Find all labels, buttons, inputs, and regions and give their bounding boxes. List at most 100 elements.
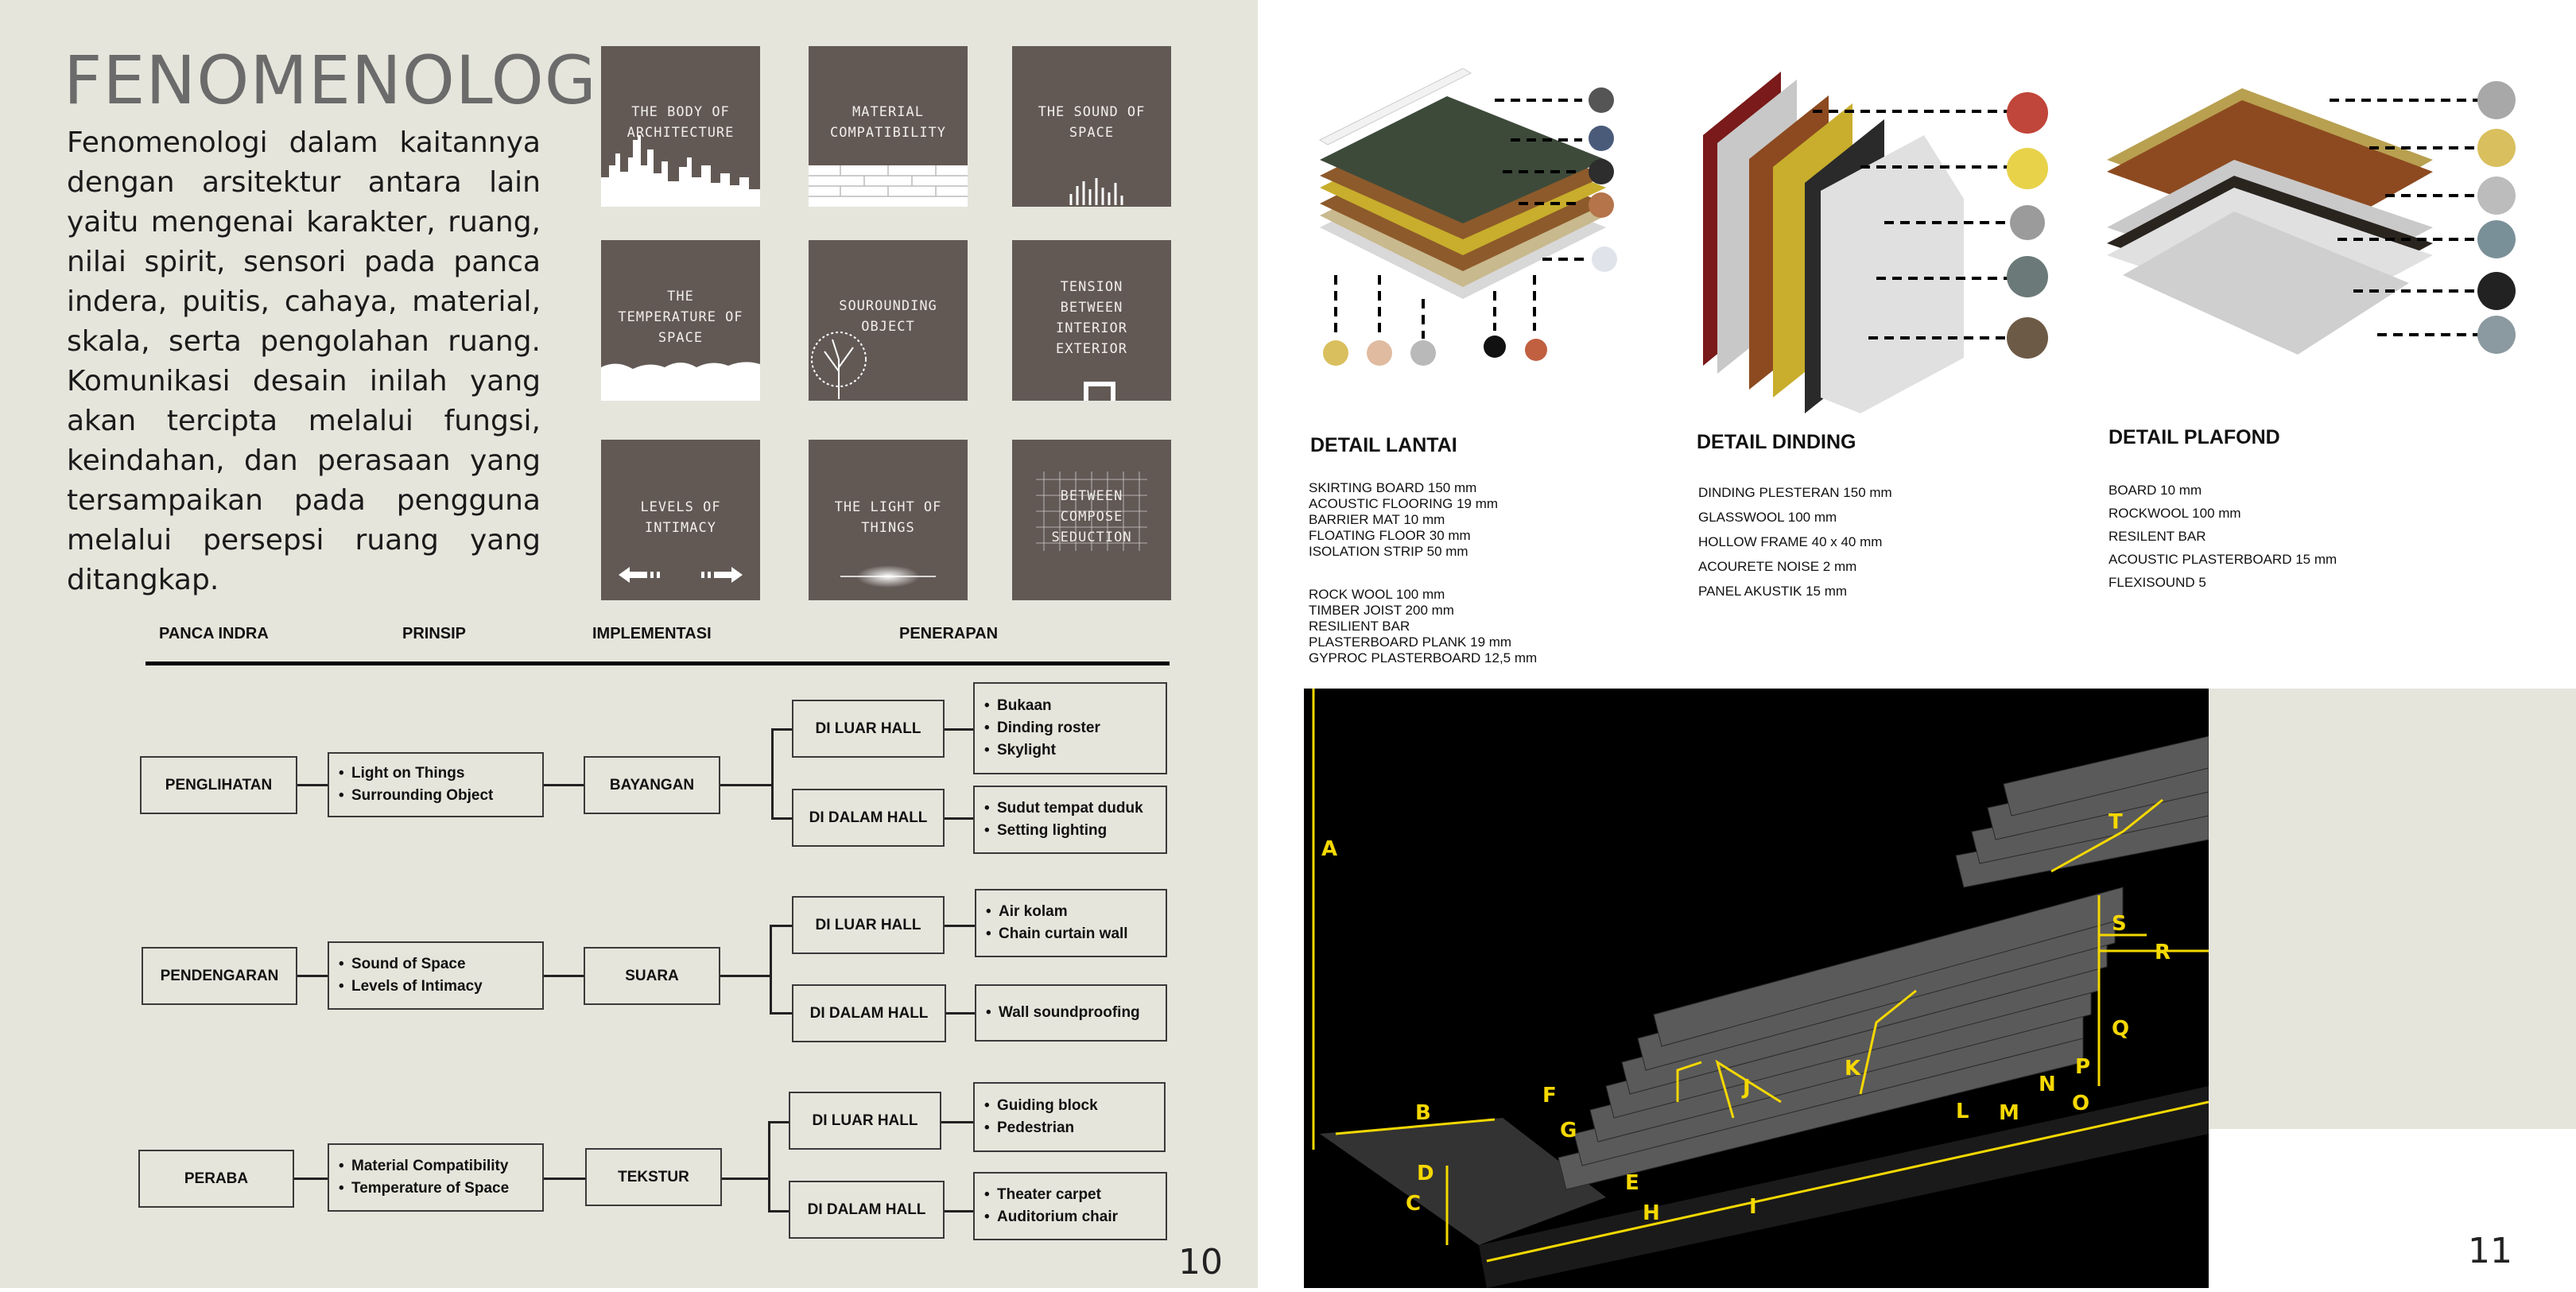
header-penerapan: PENERAPAN <box>899 625 999 642</box>
detail-plafond-illustration <box>2107 81 2516 355</box>
header-prinsip: PRINSIP <box>402 625 467 642</box>
label-C: C <box>1406 1192 1421 1216</box>
implementasi-box: TEKSTUR <box>585 1148 722 1206</box>
penerapan-dalam-box: Theater carpetAuditorium chair <box>973 1172 1167 1240</box>
dalam-hall-box: DI DALAM HALL <box>792 984 946 1042</box>
connector <box>771 728 792 731</box>
label-O: O <box>2072 1092 2089 1115</box>
auditorium-render: A B C D E F G H I J K L M N O P Q R S T <box>1304 689 2209 1288</box>
connector <box>768 1121 789 1123</box>
connector <box>771 817 792 820</box>
label-L: L <box>1956 1100 1969 1123</box>
sound-wave-icon <box>1069 178 1123 205</box>
connector <box>722 1178 770 1180</box>
label-S: S <box>2112 912 2127 936</box>
penerapan-luar-box: Guiding blockPedestrian <box>973 1082 1166 1152</box>
label-B: B <box>1415 1101 1431 1125</box>
penerapan-dalam-box: Sudut tempat dudukSetting lighting <box>973 786 1167 854</box>
implementasi-box: BAYANGAN <box>584 756 720 814</box>
tree-icon <box>811 332 867 399</box>
arrows-icon <box>619 567 743 583</box>
snow-ground-icon <box>601 362 760 401</box>
connector <box>945 925 975 927</box>
penerapan-dalam-box: Wall soundproofing <box>975 984 1167 1042</box>
connector <box>945 1210 973 1212</box>
skyline-icon <box>601 135 760 207</box>
penerapan-luar-box: Air kolamChain curtain wall <box>975 889 1167 957</box>
implementasi-box: SUARA <box>584 947 720 1005</box>
left-page: FENOMENOLOGI Fenomenologi dalam kaitanny… <box>0 0 1258 1288</box>
indra-box: PENGLIHATAN <box>140 756 297 814</box>
doorway-icon <box>1084 382 1115 401</box>
label-G: G <box>1560 1119 1577 1143</box>
connector <box>768 1121 770 1212</box>
connector <box>297 784 328 786</box>
intro-paragraph: Fenomenologi dalam kaitannya dengan arsi… <box>67 126 541 596</box>
grid-icon <box>1036 471 1147 551</box>
header-divider <box>145 662 1170 665</box>
detail-plafond-title: DETAIL PLAFOND <box>2109 426 2280 448</box>
connector <box>945 728 973 731</box>
detail-dinding-title: DETAIL DINDING <box>1697 431 1856 453</box>
connector <box>771 728 774 819</box>
page-number: 11 <box>2468 1231 2512 1271</box>
connector <box>544 1178 585 1180</box>
label-M: M <box>1999 1101 2019 1125</box>
label-E: E <box>1625 1171 1639 1195</box>
luar-hall-box: DI LUAR HALL <box>792 700 945 758</box>
label-D: D <box>1417 1162 1434 1185</box>
label-N: N <box>2039 1073 2056 1096</box>
luar-hall-box: DI LUAR HALL <box>792 896 945 954</box>
label-K: K <box>1845 1057 1861 1081</box>
connector <box>941 1121 973 1123</box>
material-swatch-icons <box>1323 87 1617 366</box>
detail-lantai-illustration <box>1318 68 1617 366</box>
brick-wall-icon <box>809 165 968 207</box>
dalam-hall-box: DI DALAM HALL <box>792 789 945 847</box>
background-block <box>2209 689 2576 1129</box>
material-swatch-icons <box>2477 81 2516 354</box>
label-J: J <box>1741 1076 1751 1100</box>
connector <box>720 784 773 786</box>
label-Q: Q <box>2112 1017 2129 1041</box>
indra-box: PERABA <box>138 1150 294 1208</box>
label-P: P <box>2075 1055 2090 1079</box>
connector <box>544 784 584 786</box>
detail-dinding-illustration <box>1703 72 2048 413</box>
connector <box>720 975 771 977</box>
indra-box: PENDENGARAN <box>142 947 297 1005</box>
luar-hall-box: DI LUAR HALL <box>789 1092 941 1150</box>
connector <box>294 1178 328 1180</box>
connector <box>770 925 772 1014</box>
detail-lantai-title: DETAIL LANTAI <box>1310 434 1457 456</box>
dalam-hall-box: DI DALAM HALL <box>789 1181 945 1239</box>
page-title: FENOMENOLOGI <box>64 41 618 119</box>
connector <box>297 975 328 977</box>
label-H: H <box>1643 1201 1660 1225</box>
material-swatch-icons <box>2007 92 2048 359</box>
label-T: T <box>2109 810 2123 834</box>
auditorium-section-illustration: A B C D E F G H I J K L M N O P Q R S T <box>1304 689 2209 1288</box>
connector <box>768 1210 789 1212</box>
label-F: F <box>1542 1084 1557 1108</box>
